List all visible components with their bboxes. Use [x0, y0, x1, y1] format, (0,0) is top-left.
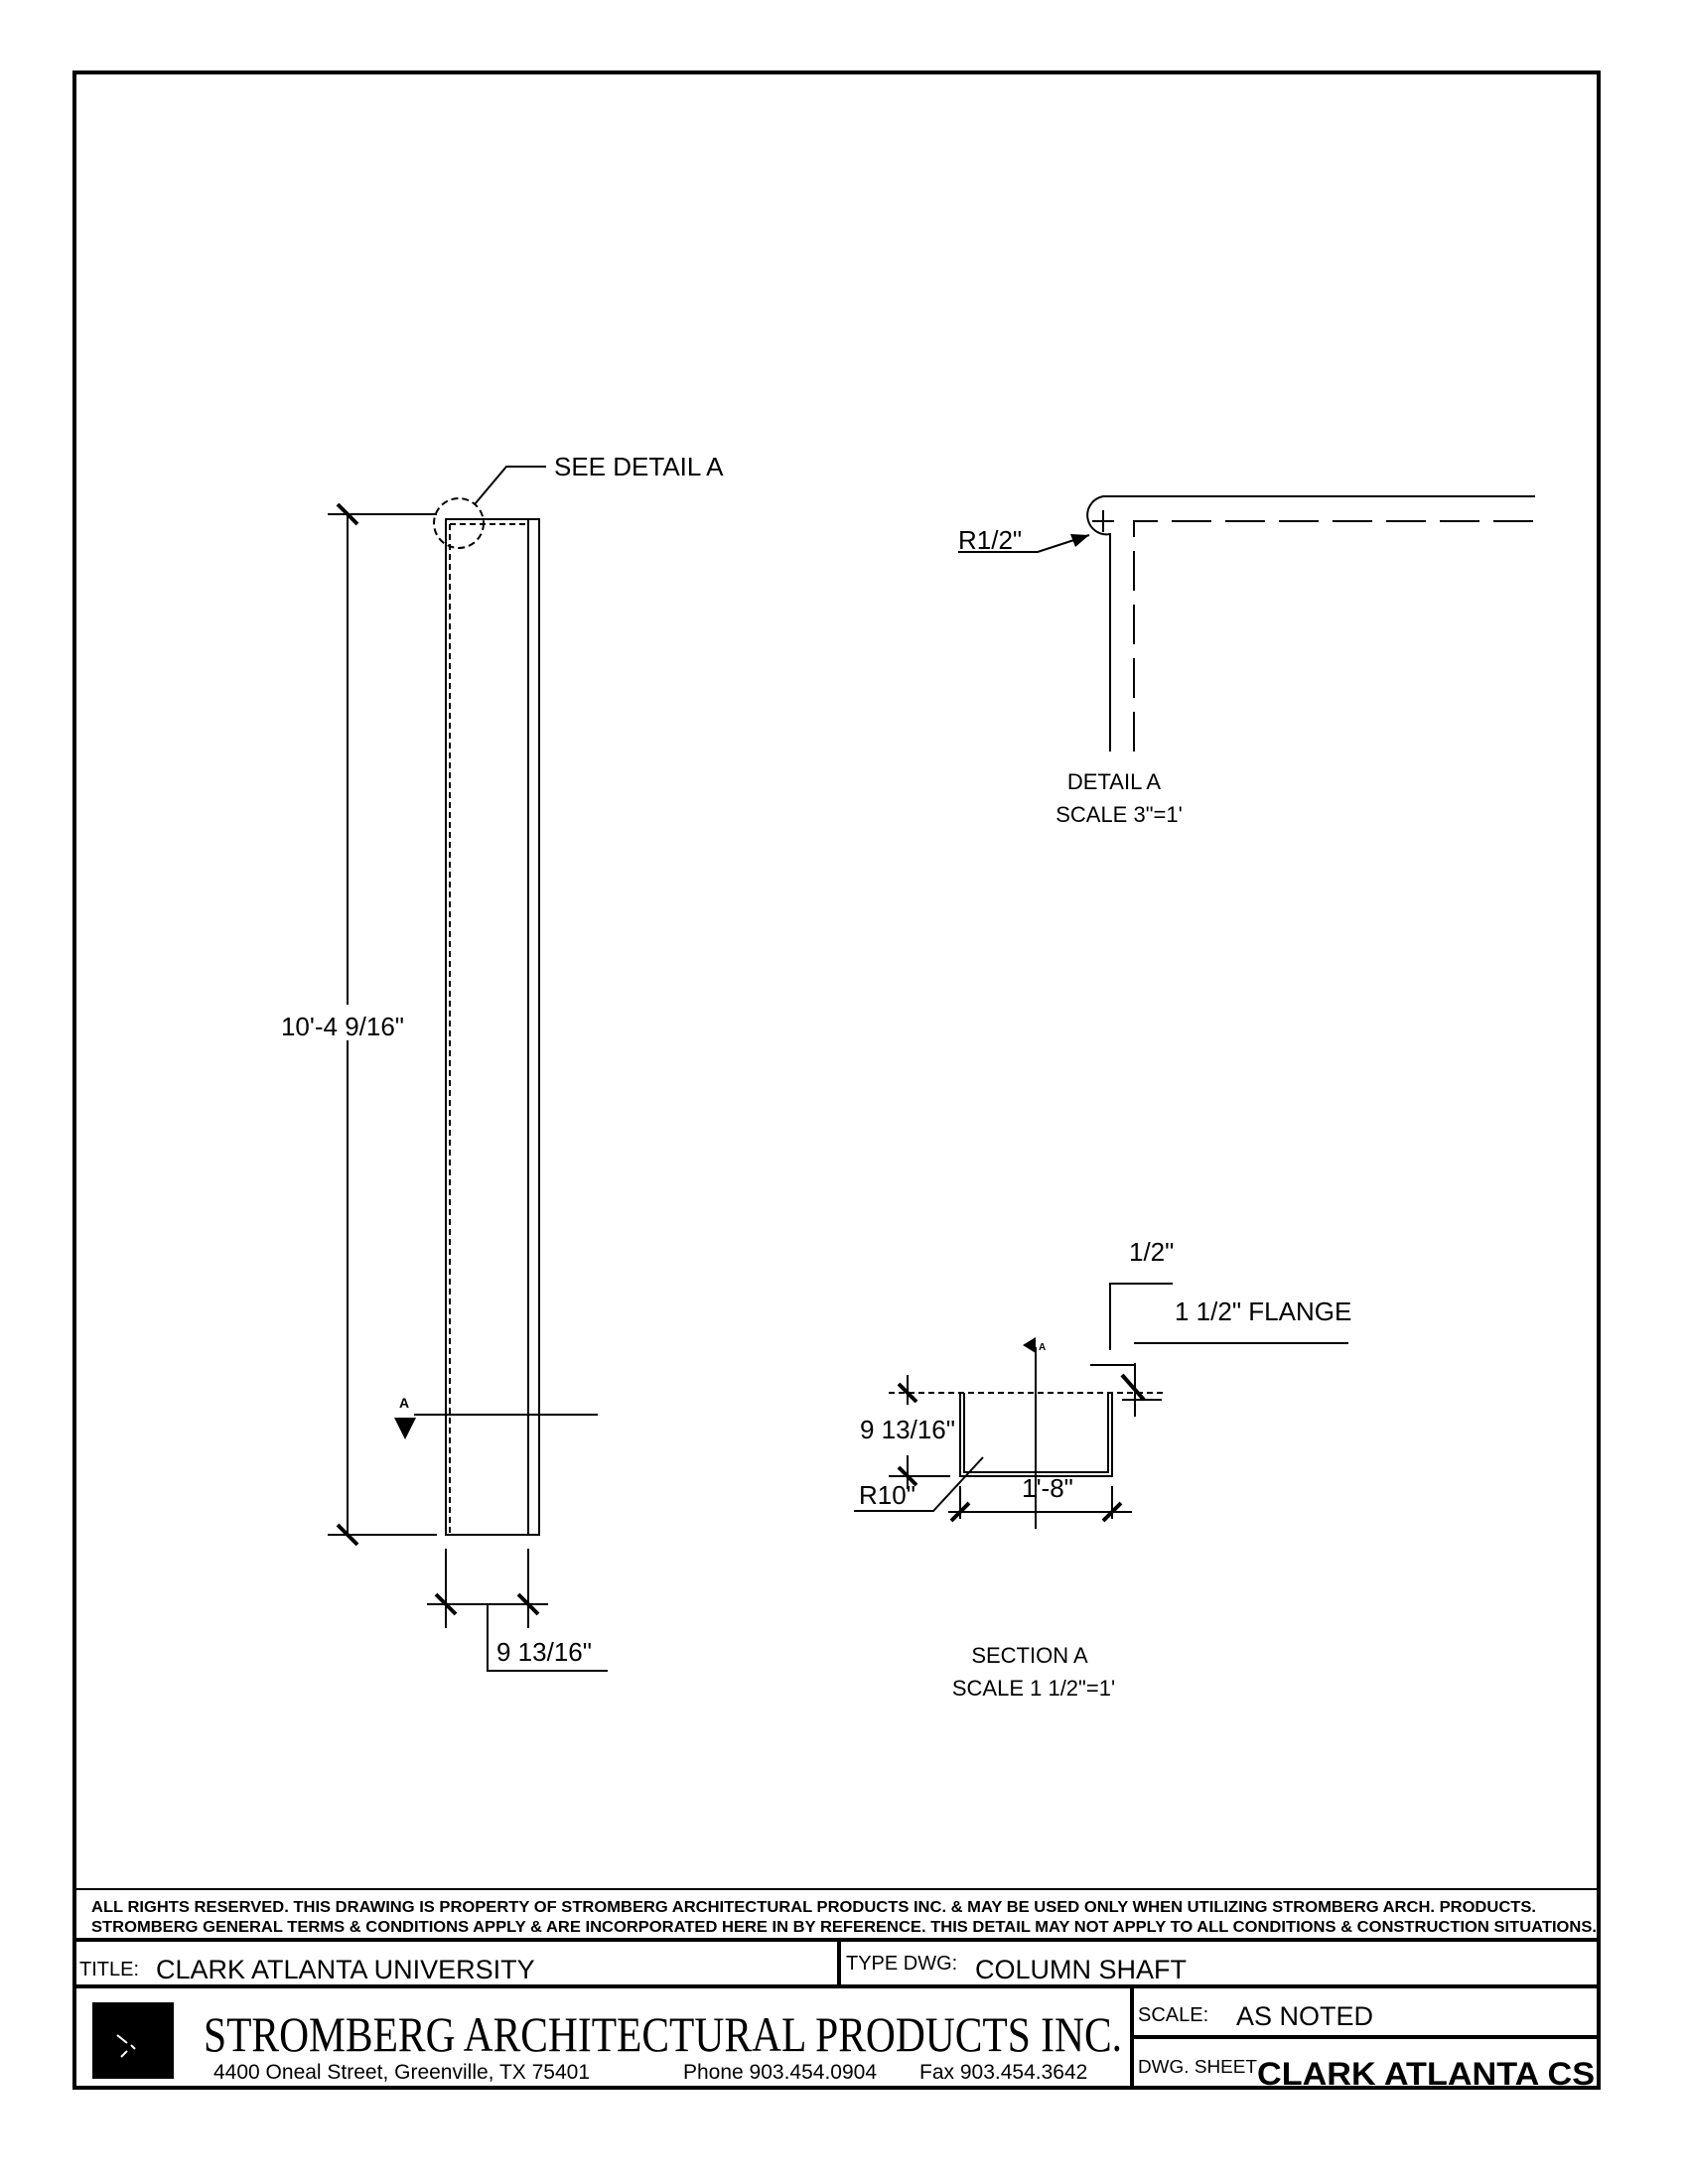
scale-value: AS NOTED: [1236, 2001, 1373, 2031]
lip-leader: [1109, 1283, 1173, 1350]
tick: [336, 1523, 359, 1547]
dim-gap: [268, 1005, 417, 1040]
company-phone: Phone 903.454.0904: [683, 2061, 877, 2084]
company-fax: Fax 903.454.3642: [919, 2061, 1087, 2084]
tick: [1101, 1501, 1123, 1523]
callout-leader: [474, 466, 546, 505]
flange-label: 1 1/2" FLANGE: [1175, 1297, 1351, 1326]
column-elevation: SEE DETAIL A 10'-4 9/16" A 9 13/16": [268, 452, 724, 1672]
detail-a-title: DETAIL A: [1067, 769, 1161, 794]
type-dwg-label: TYPE DWG:: [846, 1953, 957, 1975]
radius-leader: [958, 534, 1090, 553]
company-address: 4400 Oneal Street, Greenville, TX 75401: [213, 2061, 590, 2084]
section-marker-triangle: [394, 1418, 416, 1439]
tick: [949, 1501, 971, 1523]
tick: [897, 1465, 918, 1487]
tick: [897, 1382, 918, 1404]
disclaimer-line-2: STROMBERG GENERAL TERMS & CONDITIONS APP…: [91, 1919, 1597, 1936]
see-detail-a-label: SEE DETAIL A: [554, 452, 724, 481]
tick: [434, 1592, 458, 1616]
title-label: TITLE:: [79, 1959, 139, 1980]
section-marker-letter: A: [1039, 1342, 1046, 1353]
section-marker-letter: A: [399, 1395, 409, 1411]
detail-a-radius-label: R1/2": [958, 525, 1022, 555]
scale-label: SCALE:: [1138, 2004, 1208, 2026]
detail-a-hidden: [1133, 520, 1535, 751]
height-dim-label: 10'-4 9/16": [281, 1012, 404, 1041]
detail-a-outline: [1086, 495, 1535, 751]
tick: [516, 1592, 540, 1616]
sheet-border: [72, 70, 1601, 2090]
company-logo: [92, 2002, 174, 2079]
tick: [1120, 1373, 1146, 1402]
width-dim-label: 9 13/16": [496, 1637, 592, 1667]
detail-a-callout-circle: [433, 497, 485, 549]
section-marker-arrow: [1023, 1337, 1036, 1353]
section-a-title: SECTION A: [971, 1643, 1088, 1668]
section-width-dim-label: 1'-8": [1022, 1473, 1073, 1503]
section-a: A 1/2" 1 1/2" FLANGE 9 13/16" R10" 1'-8"…: [854, 1237, 1351, 1701]
arrowhead: [1070, 534, 1089, 547]
section-a-scale: SCALE 1 1/2"=1': [952, 1676, 1115, 1701]
depth-dim-label: 9 13/16": [860, 1415, 955, 1444]
section-radius-label: R10": [859, 1480, 915, 1510]
tick: [336, 502, 359, 526]
dwg-sheet-value: CLARK ATLANTA CS: [1257, 2056, 1595, 2092]
radius-leader: [854, 1456, 984, 1512]
disclaimer-line-1: ALL RIGHTS RESERVED. THIS DRAWING IS PRO…: [91, 1899, 1536, 1916]
company-name: STROMBERG ARCHITECTURAL PRODUCTS INC.: [204, 2006, 1122, 2062]
dwg-sheet-label: DWG. SHEET: [1138, 2057, 1257, 2077]
column-outline: [445, 518, 540, 1536]
width-leader: [487, 1604, 608, 1672]
detail-a: R1/2" DETAIL A SCALE 3"=1': [958, 495, 1535, 827]
detail-a-scale: SCALE 3"=1': [1055, 802, 1183, 827]
lip-dim-label: 1/2": [1129, 1237, 1174, 1267]
title-value: CLARK ATLANTA UNIVERSITY: [156, 1955, 535, 1984]
title-block: ALL RIGHTS RESERVED. THIS DRAWING IS PRO…: [74, 1888, 1599, 2092]
logo-mark: [116, 2034, 136, 2058]
type-dwg-value: COLUMN SHAFT: [975, 1955, 1187, 1984]
